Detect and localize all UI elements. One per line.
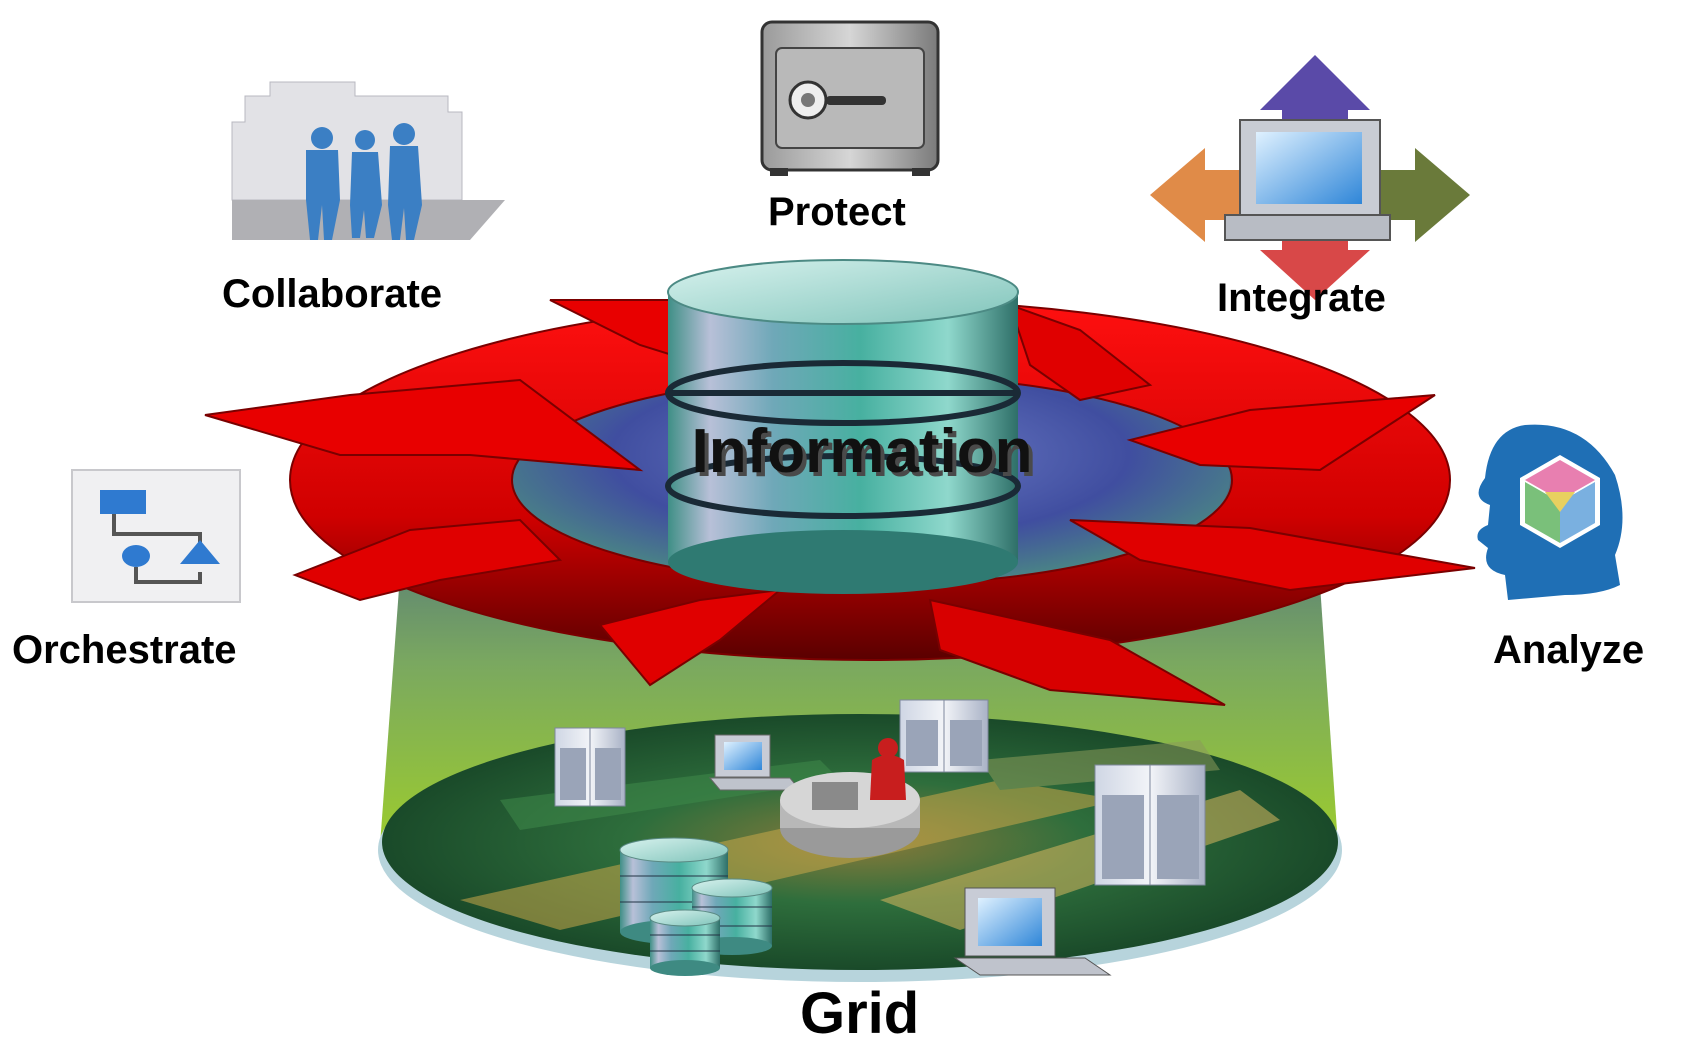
safe-icon bbox=[760, 20, 940, 176]
capability-label-protect: Protect bbox=[768, 190, 906, 234]
ring-arrow-head bbox=[292, 518, 563, 602]
head-cube-icon bbox=[1477, 424, 1623, 600]
grid-label: Grid bbox=[800, 981, 920, 1046]
computer-arrows-icon bbox=[1150, 55, 1470, 300]
ring-arrow-head bbox=[1069, 519, 1476, 592]
operator-console-icon bbox=[780, 738, 920, 858]
arrow-ring bbox=[204, 299, 1476, 706]
ring-arrow-head bbox=[1008, 303, 1153, 402]
information-label: Information bbox=[692, 417, 1033, 486]
database-stack-icon bbox=[619, 837, 773, 976]
server-rack-icon bbox=[899, 699, 989, 773]
ring-arrow-head bbox=[204, 378, 644, 472]
information-database-icon bbox=[665, 259, 1021, 594]
capability-label-collaborate: Collaborate bbox=[222, 272, 443, 316]
capability-label-analyze: Analyze bbox=[1493, 628, 1645, 672]
people-icon bbox=[231, 81, 505, 240]
workstation-icon bbox=[953, 887, 1112, 976]
server-rack-icon bbox=[554, 727, 626, 807]
information-label-shadow: Information bbox=[696, 421, 1037, 490]
ring-arrow-head bbox=[598, 588, 784, 687]
capability-label-orchestrate: Orchestrate bbox=[12, 628, 237, 672]
capability-label-integrate: Integrate bbox=[1217, 276, 1386, 320]
ring-arrow-head bbox=[1126, 394, 1436, 472]
workstation-icon bbox=[708, 734, 802, 791]
server-rack-icon bbox=[1094, 764, 1206, 886]
flowchart-icon bbox=[71, 469, 241, 603]
ring-arrow-head bbox=[928, 598, 1226, 706]
